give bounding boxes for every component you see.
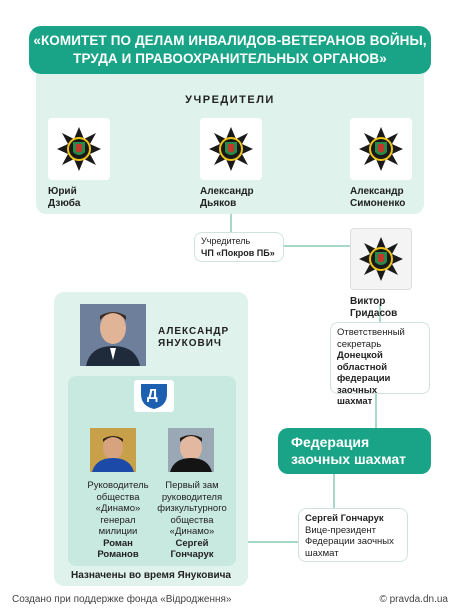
goncharuk-vp-role-3: шахмат [305,547,339,559]
romanov-role-4: генерал [100,514,136,526]
secretary-line-2: секретарь [337,338,382,350]
founders-heading: УЧРЕДИТЕЛИ [185,94,275,106]
goncharuk-role-3: физкультурного [157,503,227,514]
founder-company-box: Учредитель ЧП «Покров ПБ» [194,232,284,262]
founder-company-label: Учредитель [201,236,251,246]
footer-credit: Создано при поддержке фонда «Відродження… [12,594,232,605]
founder-emblem-3 [350,118,412,180]
federation-banner: Федерация заочных шахмат [278,428,431,474]
gridasov-name: Виктор Гридасов [350,296,397,320]
police-emblem-icon [359,237,403,281]
secretary-line-1: Ответственный [337,327,405,338]
goncharuk-role-5: «Динамо» [169,526,215,537]
founder-1-last: Дзюба [48,198,81,209]
dynamo-logo-letter: Д [147,386,158,403]
yanukovich-first: АЛЕКСАНДР [158,326,230,337]
romanov-role-1: Руководитель [87,480,149,491]
romanov-role-5: милиции [98,526,138,537]
founder-emblem-2 [200,118,262,180]
yanukovich-photo [80,304,146,366]
appointed-label: Назначены во время Януковича [71,570,231,581]
title-line-2: ТРУДА И ПРАВООХРАНИТЕЛЬНЫХ ОРГАНОВ» [73,51,387,66]
goncharuk-role-4: общества [170,514,214,526]
founder-name-1: Юрий Дзюба [48,186,81,210]
goncharuk-role-2: руководителя [161,491,223,503]
founder-3-last: Симоненко [350,198,406,209]
yanukovich-name: АЛЕКСАНДР ЯНУКОВИЧ [158,326,229,350]
founder-emblem-1 [48,118,110,180]
founder-1-first: Юрий [48,186,77,197]
goncharuk-vp-box: Сергей Гончарук Вице-президент Федерации… [298,508,408,562]
portrait-icon [90,428,136,472]
gridasov-first: Виктор [350,296,386,307]
portrait-icon [168,428,214,472]
goncharuk-photo [168,428,214,472]
title-line-1: «КОМИТЕТ ПО ДЕЛАМ ИНВАЛИДОВ-ВЕТЕРАНОВ ВО… [33,33,427,48]
founder-company-name: ЧП «Покров ПБ» [201,247,275,258]
goncharuk-vp-name: Сергей Гончарук [305,513,384,524]
founder-2-last: Дьяков [200,198,237,209]
gridasov-last: Гридасов [350,308,398,319]
romanov-role-3: «Динамо» [95,503,141,514]
romanov-photo [90,428,136,472]
secretary-line-4: федерации заочных [337,373,391,396]
founder-name-3: Александр Симоненко [350,186,405,210]
dynamo-logo: Д [134,380,174,412]
founder-name-2: Александр Дьяков [200,186,254,210]
goncharuk-first: Сергей [175,537,209,549]
goncharuk-deputy-caption: Первый зам руководителя физкультурного о… [150,480,234,561]
footer-source: © pravda.dn.ua [379,594,448,605]
romanov-caption: Руководитель общества «Динамо» генерал м… [76,480,160,561]
romanov-first: Роман [103,537,133,549]
founder-3-first: Александр [350,186,404,197]
police-emblem-icon [209,127,253,171]
federation-line-2: заочных шахмат [291,451,407,467]
dynamo-logo-icon [141,384,167,409]
gridasov-emblem [350,228,412,290]
yanukovich-last: ЯНУКОВИЧ [158,338,222,349]
secretary-note-box: Ответственный секретарь Донецкой областн… [330,322,430,407]
romanov-last: Романов [97,549,139,560]
police-emblem-icon [57,127,101,171]
federation-line-1: Федерация [291,434,370,450]
police-emblem-icon [359,127,403,171]
romanov-role-2: общества [96,491,140,503]
goncharuk-role-1: Первый зам [165,480,219,491]
title-banner: «КОМИТЕТ ПО ДЕЛАМ ИНВАЛИДОВ-ВЕТЕРАНОВ ВО… [29,26,431,74]
goncharuk-vp-role-1: Вице-президент [305,524,377,536]
goncharuk-last: Гончарук [170,549,214,560]
portrait-icon [80,304,146,366]
secretary-line-5: шахмат [337,396,373,407]
founder-2-first: Александр [200,186,254,197]
secretary-line-3: Донецкой областной [337,350,388,373]
goncharuk-vp-role-2: Федерации заочных [305,536,394,547]
